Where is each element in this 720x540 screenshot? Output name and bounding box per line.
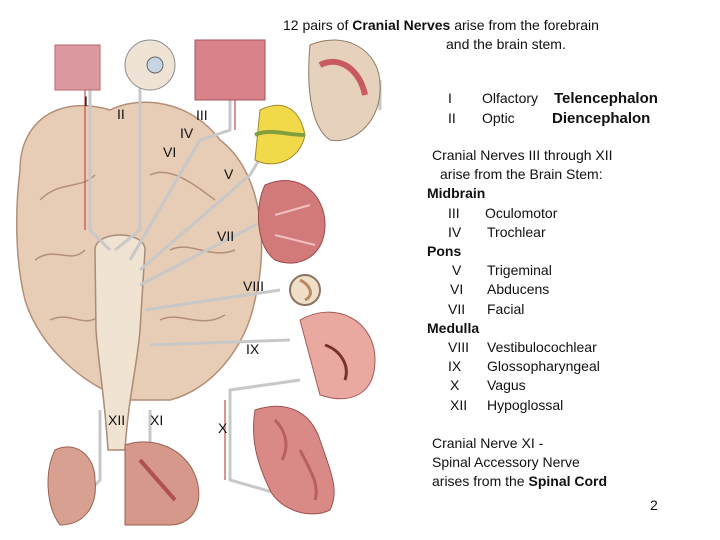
spinal-cord-label: Spinal Cord [528, 473, 607, 489]
neck-vignette [48, 447, 95, 525]
group-midbrain: Midbrain [427, 184, 485, 203]
label-XII: XII [108, 412, 125, 428]
nerve-name: Vestibulocochlear [487, 338, 597, 357]
spinal-line-3-text: arises from the [432, 473, 528, 489]
nerve-number: IV [448, 224, 461, 240]
nerve-row: VI Abducens [450, 280, 650, 299]
nerve-name: Abducens [487, 280, 549, 299]
nerve-number: V [452, 262, 461, 278]
label-V: V [224, 166, 233, 182]
nerve-row: VII Facial [448, 300, 648, 319]
forebrain-row: I Olfactory Telencephalon [448, 89, 678, 109]
label-IV: IV [180, 125, 193, 141]
nerve-row: XII Hypoglossal [450, 396, 670, 415]
title-suffix: arise from the forebrain [450, 17, 599, 33]
nerve-number: III [448, 205, 460, 221]
brainstem-intro-1: Cranial Nerves III through XII [432, 146, 613, 165]
label-I: I [84, 93, 88, 109]
nerve-row: III Oculomotor [448, 204, 648, 223]
nerve-number: VIII [448, 339, 469, 355]
nerve-name: Facial [487, 300, 524, 319]
nerve-number: VI [450, 281, 463, 297]
nerve-number: X [450, 377, 459, 393]
brainstem-intro-2: arise from the Brain Stem: [440, 165, 603, 184]
label-II: II [117, 106, 125, 122]
face-vignette [258, 181, 325, 264]
slide-title-line2: and the brain stem. [446, 35, 566, 54]
cranial-nerves-illustration [0, 0, 430, 540]
label-VII: VII [217, 228, 234, 244]
nerve-name: Glossopharyngeal [487, 357, 600, 376]
page-number: 2 [650, 496, 658, 515]
label-VI: VI [163, 144, 176, 160]
nerve-number: II [448, 109, 456, 128]
nerve-name: Oculomotor [485, 204, 557, 223]
forebrain-table: I Olfactory Telencephalon II Optic Dienc… [448, 89, 678, 129]
nerve-number: I [448, 89, 452, 108]
nose-vignette [55, 45, 100, 90]
orbit-vignette [195, 40, 265, 100]
forebrain-row: II Optic Diencephalon [448, 109, 678, 129]
label-X: X [218, 420, 227, 436]
spinal-line-1: Cranial Nerve XI - [432, 434, 543, 453]
label-IX: IX [246, 341, 259, 357]
organs-vignette [253, 406, 334, 514]
nerve-name: Trochlear [487, 223, 546, 242]
nerve-number: VII [448, 301, 465, 317]
region-name: Telencephalon [554, 89, 658, 108]
label-III: III [196, 107, 208, 123]
nerve-name: Vagus [487, 376, 526, 395]
nerve-row: V Trigeminal [452, 261, 652, 280]
nerve-name: Hypoglossal [487, 396, 563, 415]
spinal-line-2: Spinal Accessory Nerve [432, 453, 580, 472]
nerve-row: IX Glossopharyngeal [448, 357, 668, 376]
inner-ear-vignette [290, 275, 320, 305]
group-medulla: Medulla [427, 319, 479, 338]
label-XI: XI [150, 412, 163, 428]
spinal-line-3: arises from the Spinal Cord [432, 472, 607, 491]
nerve-row: X Vagus [450, 376, 670, 395]
group-pons: Pons [427, 242, 461, 261]
nerve-row: IV Trochlear [448, 223, 648, 242]
nerve-name: Olfactory [482, 89, 538, 108]
label-VIII: VIII [243, 278, 264, 294]
nerve-name: Trigeminal [487, 261, 552, 280]
throat-vignette [300, 312, 375, 399]
nerve-number: IX [448, 358, 461, 374]
skull-head-vignette [309, 40, 380, 141]
nerve-number: XII [450, 397, 467, 413]
nerve-name: Optic [482, 109, 515, 128]
nerve-row: VIII Vestibulocochlear [448, 338, 668, 357]
region-name: Diencephalon [552, 109, 650, 128]
